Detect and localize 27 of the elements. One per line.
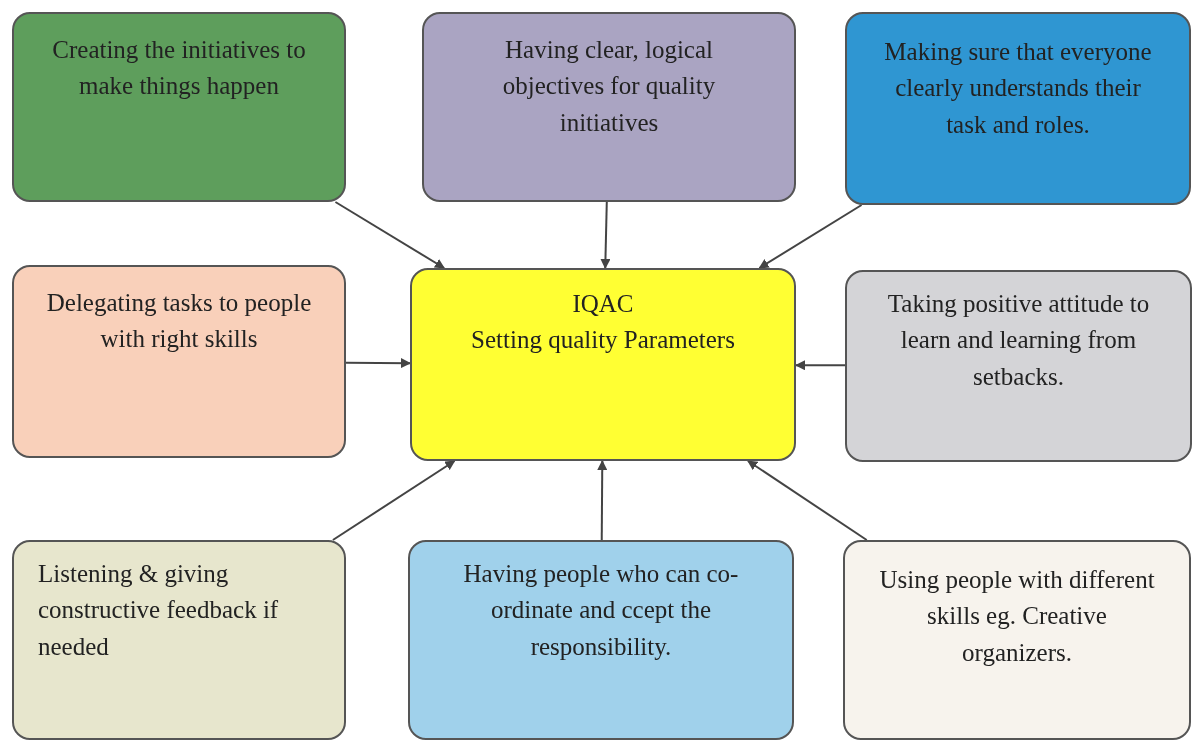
rounded-box xyxy=(845,12,1191,205)
box-text: Using people with different skills eg. Creative organizers. xyxy=(878,565,1156,668)
rounded-box xyxy=(12,540,346,740)
rounded-box xyxy=(845,270,1192,462)
box-text: Having clear, logical objectives for quality initiatives xyxy=(501,35,717,138)
box-text: Making sure that everyone clearly understands their task and roles. xyxy=(883,37,1153,140)
rounded-box xyxy=(12,12,346,202)
box-text: IQAC xyxy=(572,289,634,319)
arrow xyxy=(331,460,456,541)
rounded-box xyxy=(410,268,796,461)
arrow xyxy=(345,358,411,369)
arrow xyxy=(597,460,608,541)
box-text: Delegating tasks to people with right skills xyxy=(45,288,313,355)
arrow xyxy=(747,460,868,541)
box-text: Having people who can co-ordinate and ccept the responsibility. xyxy=(462,559,740,662)
rounded-box xyxy=(422,12,796,202)
arrow xyxy=(758,204,863,269)
box-text: Taking positive attitude to learn and learning from setbacks. xyxy=(886,289,1151,392)
arrow xyxy=(795,360,846,371)
rounded-box xyxy=(843,540,1191,740)
box-text: Setting quality Parameters xyxy=(471,325,735,356)
box-text: Listening & giving constructive feedback if needed xyxy=(38,559,280,662)
rounded-box xyxy=(12,265,346,458)
box-text: Creating the initiatives to make things happen xyxy=(51,35,307,102)
rounded-box xyxy=(408,540,794,740)
arrow xyxy=(334,201,446,269)
arrow xyxy=(600,201,611,269)
